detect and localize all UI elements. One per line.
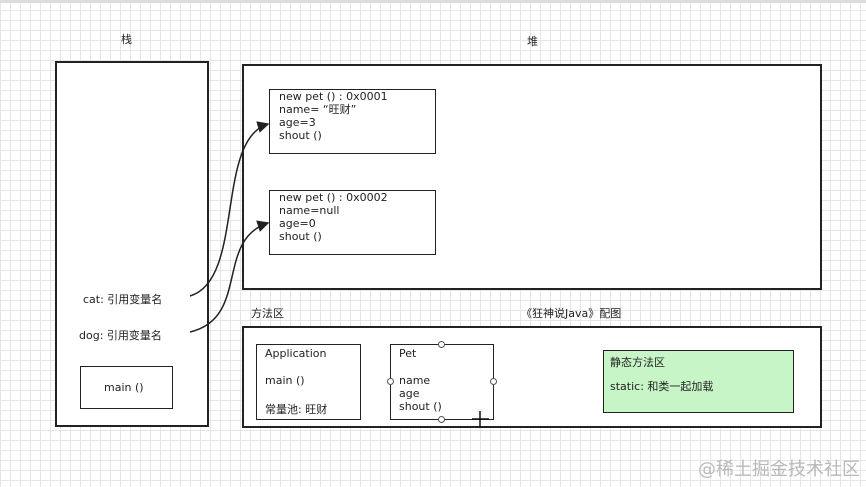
application-main: main () [265, 374, 305, 387]
top-border [0, 0, 866, 3]
resize-handle-top[interactable] [438, 341, 445, 348]
object-2-header: new pet () : 0x0002 [279, 191, 388, 204]
method-area-title: 方法区 [251, 307, 284, 320]
stack-ref-dog: dog: 引用变量名 [79, 329, 162, 342]
resize-handle-left[interactable] [387, 378, 394, 385]
object-1-name: name= “旺财” [279, 103, 357, 116]
stack-title: 栈 [121, 33, 132, 46]
static-area-title: 静态方法区 [610, 356, 665, 369]
stack-main-frame: main () [80, 366, 173, 409]
pet-name: name [399, 374, 431, 387]
crosshair-cursor-icon [472, 411, 489, 428]
stack-ref-cat: cat: 引用变量名 [83, 293, 163, 306]
application-class: Application main () 常量池: 旺财 [256, 344, 361, 420]
pet-class[interactable]: Pet name age shout () [390, 344, 494, 420]
arrow-cat-to-object-1 [189, 121, 270, 297]
object-1-shout: shout () [279, 129, 322, 142]
resize-handle-right[interactable] [490, 378, 497, 385]
arrow-dog-to-object-2 [189, 220, 270, 333]
object-2-name: name=null [279, 204, 340, 217]
object-2-shout: shout () [279, 230, 322, 243]
heap-title: 堆 [527, 35, 538, 48]
pet-shout: shout () [399, 400, 442, 413]
pet-title: Pet [399, 347, 417, 360]
resize-handle-bottom[interactable] [438, 416, 445, 423]
heap-object-1: new pet () : 0x0001 name= “旺财” age=3 sho… [269, 89, 436, 154]
watermark: @稀土掘金技术社区 [698, 459, 860, 480]
object-1-header: new pet () : 0x0001 [279, 90, 388, 103]
object-1-age: age=3 [279, 116, 316, 129]
pet-age: age [399, 387, 420, 400]
application-constant-pool: 常量池: 旺财 [265, 403, 328, 416]
heap-object-2: new pet () : 0x0002 name=null age=0 shou… [269, 190, 436, 255]
static-method-area: 静态方法区 static: 和类一起加载 [603, 350, 794, 413]
stack-main-label: main () [104, 381, 144, 394]
object-2-age: age=0 [279, 217, 316, 230]
static-area-note: static: 和类一起加载 [610, 380, 714, 393]
method-area-caption: 《狂神说Java》配图 [521, 307, 622, 320]
application-title: Application [265, 347, 327, 360]
